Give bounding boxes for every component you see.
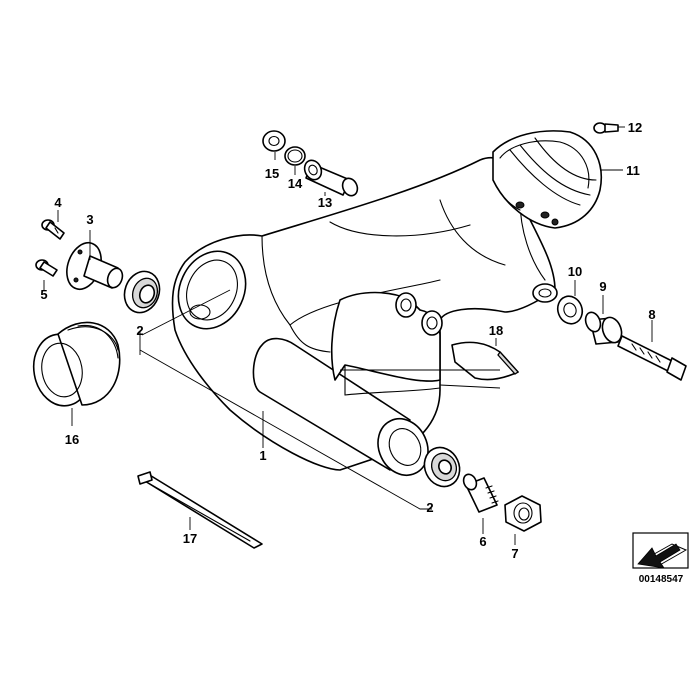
part-12-screw — [593, 122, 619, 134]
callout-5: 5 — [40, 287, 47, 302]
part-17-cable-tie — [137, 471, 263, 549]
callout-15: 15 — [265, 166, 279, 181]
callout-7: 7 — [511, 546, 518, 561]
part-16-boot — [32, 321, 121, 407]
part-2-bearing-lower — [423, 446, 461, 488]
part-10-washer — [556, 295, 584, 325]
callout-8: 8 — [648, 307, 655, 322]
part-11-housing — [492, 130, 602, 229]
arrow-pointer-icon — [637, 543, 688, 569]
callout-9: 9 — [599, 279, 606, 294]
part-8-bolt — [617, 335, 687, 381]
part-7-nut — [504, 495, 542, 532]
callout-2-upper: 2 — [136, 323, 143, 338]
callout-3: 3 — [86, 212, 93, 227]
reference-box: 00148547 — [632, 532, 689, 585]
callout-17: 17 — [183, 531, 197, 546]
part-5-bolt — [35, 259, 58, 277]
reference-number: 00148547 — [639, 574, 684, 585]
callout-labels: 1 2 2 3 4 5 6 7 8 9 10 11 12 13 14 15 16… — [40, 120, 655, 561]
part-15-washer — [262, 130, 286, 152]
callout-11: 11 — [626, 163, 640, 178]
part-18-strip — [451, 341, 519, 381]
part-13-sleeve — [303, 159, 359, 197]
callout-10: 10 — [568, 264, 582, 279]
part-14-ring — [284, 146, 306, 166]
callout-6: 6 — [479, 534, 486, 549]
callout-4: 4 — [54, 195, 62, 210]
callout-14: 14 — [288, 176, 303, 191]
part-6-pin — [462, 473, 499, 513]
leader-lines — [43, 126, 653, 545]
part-3-flange — [66, 241, 124, 291]
callout-2-lower: 2 — [426, 500, 433, 515]
part-9-bushing — [584, 311, 623, 345]
swing-arm — [171, 157, 558, 476]
callout-1: 1 — [259, 448, 266, 463]
part-4-bolt — [41, 219, 65, 240]
callout-18: 18 — [489, 323, 503, 338]
callout-13: 13 — [318, 195, 332, 210]
part-2-bearing-upper — [123, 270, 161, 314]
callout-12: 12 — [628, 120, 642, 135]
callout-16: 16 — [65, 432, 79, 447]
